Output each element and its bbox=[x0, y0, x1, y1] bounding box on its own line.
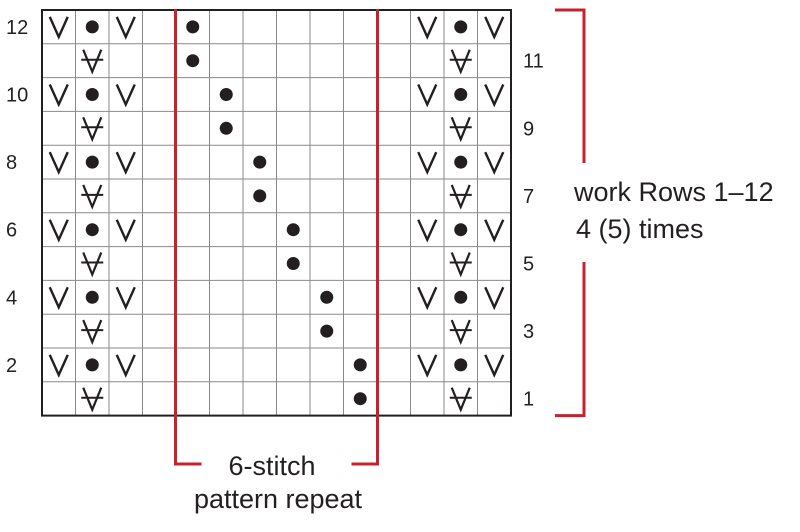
purl-dot-symbol bbox=[454, 88, 468, 101]
purl-dot-symbol bbox=[85, 88, 99, 101]
purl-dot-symbol bbox=[454, 358, 468, 372]
purl-dot-symbol bbox=[454, 155, 468, 169]
slip-stitch-crossed-v-symbol bbox=[449, 184, 472, 210]
slip-stitch-v-symbol bbox=[115, 354, 136, 378]
slip-stitch-v-symbol bbox=[484, 84, 505, 108]
repeat-label-line1: 6-stitch bbox=[228, 451, 315, 481]
chart-grid bbox=[41, 9, 512, 417]
crossed-v-stroke bbox=[450, 49, 471, 75]
slip-stitch-v-symbol bbox=[48, 16, 69, 40]
row-number-left: 8 bbox=[6, 152, 17, 174]
slip-stitch-crossed-v-symbol bbox=[81, 184, 104, 210]
purl-dot-symbol bbox=[353, 392, 367, 406]
crossed-v-stroke bbox=[450, 116, 471, 143]
slip-stitch-v-symbol bbox=[484, 286, 505, 311]
row-number-left: 12 bbox=[6, 17, 28, 39]
slip-stitch-crossed-v-symbol bbox=[449, 49, 472, 75]
purl-dot-symbol bbox=[219, 121, 233, 135]
stitch-symbols bbox=[48, 16, 505, 413]
repeat-bracket-left bbox=[174, 9, 202, 466]
slip-stitch-v-symbol bbox=[484, 151, 505, 176]
slip-stitch-v-symbol bbox=[115, 286, 136, 311]
purl-dot-symbol bbox=[286, 223, 300, 237]
crossed-v-stroke bbox=[450, 319, 471, 346]
purl-dot-symbol bbox=[186, 20, 200, 34]
slip-stitch-v-symbol bbox=[484, 16, 505, 40]
slip-stitch-v-symbol bbox=[417, 354, 438, 378]
chart-border bbox=[41, 9, 512, 417]
crossed-v-stroke bbox=[450, 252, 471, 278]
purl-dot-symbol bbox=[219, 88, 233, 101]
repeat-brackets bbox=[174, 8, 586, 466]
slip-stitch-v-symbol bbox=[48, 219, 69, 243]
slip-stitch-crossed-v-symbol bbox=[81, 252, 104, 278]
slip-stitch-v-symbol bbox=[417, 84, 438, 108]
purl-dot-symbol bbox=[85, 20, 99, 34]
crossed-v-stroke bbox=[82, 116, 103, 143]
slip-stitch-v-symbol bbox=[115, 151, 136, 176]
row-number-right: 9 bbox=[523, 118, 534, 140]
purl-dot-symbol bbox=[320, 290, 334, 304]
row-number-right: 11 bbox=[523, 51, 544, 73]
repeat-bracket-right bbox=[351, 9, 379, 466]
crossed-v-stroke bbox=[450, 387, 471, 413]
crossed-v-stroke bbox=[82, 319, 103, 346]
purl-dot-symbol bbox=[186, 54, 200, 68]
purl-dot-symbol bbox=[286, 257, 300, 270]
crossed-v-stroke bbox=[82, 387, 103, 413]
work-rows-note-line1: work Rows 1–12 bbox=[573, 177, 774, 207]
slip-stitch-crossed-v-symbol bbox=[81, 387, 104, 413]
slip-stitch-v-symbol bbox=[115, 219, 136, 243]
slip-stitch-v-symbol bbox=[484, 219, 505, 243]
row-number-left: 6 bbox=[6, 220, 17, 242]
row-number-left: 4 bbox=[6, 287, 17, 309]
slip-stitch-v-symbol bbox=[48, 151, 69, 176]
slip-stitch-crossed-v-symbol bbox=[81, 116, 104, 143]
purl-dot-symbol bbox=[454, 290, 468, 304]
slip-stitch-crossed-v-symbol bbox=[449, 116, 472, 143]
slip-stitch-crossed-v-symbol bbox=[81, 319, 104, 346]
row-number-left: 2 bbox=[6, 355, 17, 377]
rows-bracket-top bbox=[555, 8, 586, 163]
purl-dot-symbol bbox=[353, 358, 367, 372]
row-number-right: 5 bbox=[523, 254, 534, 276]
slip-stitch-v-symbol bbox=[115, 16, 136, 40]
row-number-right: 7 bbox=[523, 186, 534, 208]
purl-dot-symbol bbox=[85, 155, 99, 169]
slip-stitch-v-symbol bbox=[48, 84, 69, 108]
crossed-v-stroke bbox=[450, 184, 471, 210]
slip-stitch-crossed-v-symbol bbox=[449, 252, 472, 278]
purl-dot-symbol bbox=[85, 223, 99, 237]
work-rows-note-line2: 4 (5) times bbox=[576, 214, 704, 244]
slip-stitch-crossed-v-symbol bbox=[449, 319, 472, 346]
purl-dot-symbol bbox=[253, 189, 267, 203]
rows-bracket-bottom bbox=[555, 262, 586, 418]
slip-stitch-v-symbol bbox=[417, 286, 438, 311]
slip-stitch-crossed-v-symbol bbox=[449, 387, 472, 413]
slip-stitch-v-symbol bbox=[48, 286, 69, 311]
crossed-v-stroke bbox=[82, 184, 103, 210]
slip-stitch-v-symbol bbox=[48, 354, 69, 378]
purl-dot-symbol bbox=[253, 155, 267, 169]
repeat-label-line2: pattern repeat bbox=[194, 484, 363, 514]
purl-dot-symbol bbox=[85, 358, 99, 372]
crossed-v-stroke bbox=[82, 252, 103, 278]
row-number-right: 1 bbox=[523, 389, 534, 411]
slip-stitch-crossed-v-symbol bbox=[81, 49, 104, 75]
slip-stitch-v-symbol bbox=[417, 151, 438, 176]
purl-dot-symbol bbox=[320, 324, 334, 338]
row-number-right: 3 bbox=[523, 321, 534, 343]
slip-stitch-v-symbol bbox=[417, 16, 438, 40]
slip-stitch-v-symbol bbox=[484, 354, 505, 378]
slip-stitch-v-symbol bbox=[115, 84, 136, 108]
purl-dot-symbol bbox=[454, 223, 468, 237]
row-labels: 12 10 8 6 4 2 11 9 7 5 3 1 bbox=[6, 17, 544, 411]
purl-dot-symbol bbox=[454, 20, 468, 34]
slip-stitch-v-symbol bbox=[417, 219, 438, 243]
purl-dot-symbol bbox=[85, 290, 99, 304]
row-number-left: 10 bbox=[6, 85, 28, 107]
crossed-v-stroke bbox=[82, 49, 103, 75]
